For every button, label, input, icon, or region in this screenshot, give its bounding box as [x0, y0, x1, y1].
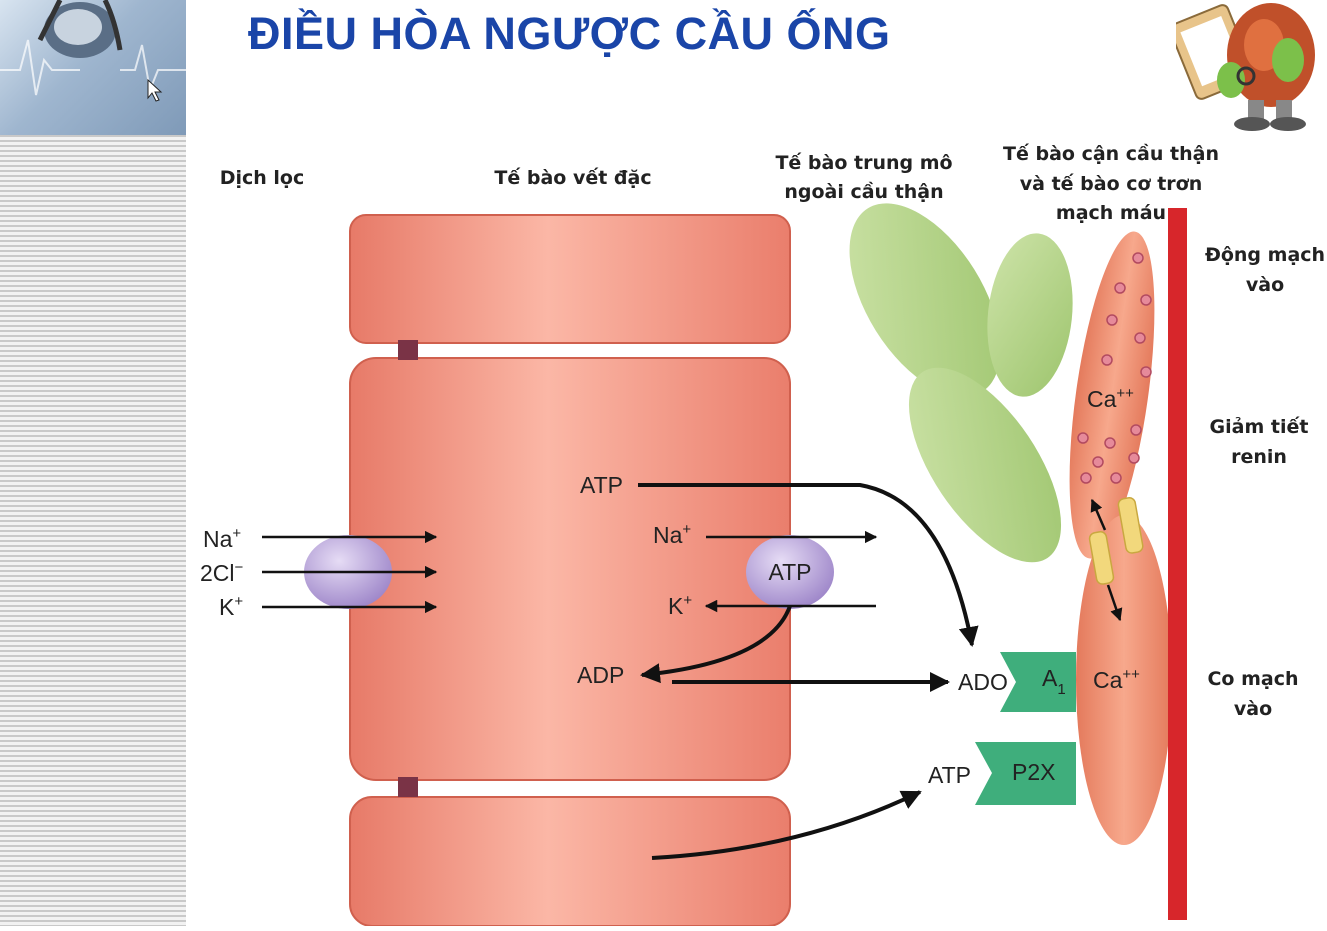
atp-top-label: ATP: [580, 472, 623, 498]
gap-junction-2: [1117, 497, 1144, 554]
afferent-arteriole: [1168, 208, 1187, 920]
tubule-cell-middle: [349, 357, 791, 781]
pump-atp-label: ATP: [768, 559, 811, 585]
mesangial-cell-3: [908, 367, 1062, 563]
ca-bottom-label: Ca++: [1093, 666, 1140, 693]
mesangial-cell-1: [849, 203, 1001, 397]
renin-granules: [1077, 252, 1152, 484]
sidebar-stripes: [0, 135, 186, 926]
stethoscope-logo: [0, 0, 186, 135]
filtrate-label: Dịch lọc: [220, 167, 305, 189]
cl-in-label: 2Cl−: [200, 559, 244, 586]
atp-bottom-label: ATP: [928, 762, 971, 788]
gap-junction-1: [1088, 531, 1115, 585]
ca-top-label: Ca++: [1087, 385, 1134, 412]
adp-label: ADP: [577, 662, 624, 688]
na-pump-label: Na+: [653, 521, 691, 548]
k-pump-label: K+: [668, 592, 692, 619]
p2x-label: P2X: [1012, 759, 1055, 785]
tight-junction-top: [398, 340, 418, 360]
page-title: ĐIỀU HÒA NGƯỢC CẦU ỐNG: [248, 8, 891, 59]
renin-label-1: Giảm tiết: [1210, 415, 1309, 438]
mesangial-label-2: ngoài cầu thận: [784, 180, 943, 203]
afferent-label-2: vào: [1246, 274, 1284, 296]
feedback-diagram: Dịch lọc Tế bào vết đặc Tế bào trung mô …: [190, 135, 1327, 927]
mesangial-label-1: Tế bào trung mô: [775, 151, 952, 174]
jg-label-1: Tế bào cận cầu thận: [1003, 142, 1219, 165]
tubule-cell-bottom: [349, 796, 791, 927]
vaso-label-1: Co mạch: [1207, 668, 1298, 690]
na-k-atpase-pump: [746, 535, 834, 609]
k-in-label: K+: [219, 593, 243, 620]
a1-label: A1: [1042, 665, 1066, 698]
tight-junction-bottom: [398, 777, 418, 797]
p2x-receptor: [975, 742, 1076, 805]
renin-label-2: renin: [1231, 446, 1287, 468]
macula-densa-label: Tế bào vết đặc: [494, 166, 651, 189]
afferent-label-1: Động mạch: [1205, 244, 1325, 266]
vaso-label-2: vào: [1234, 698, 1272, 720]
na-in-label: Na+: [203, 525, 241, 552]
tubule-cell-top: [349, 214, 791, 344]
ado-label: ADO: [958, 669, 1008, 695]
kidney-doctor-mascot: [1169, 0, 1327, 132]
jg-label-3: mạch máu: [1056, 202, 1166, 224]
mesangial-cell-2: [987, 233, 1073, 397]
jg-label-2: và tế bào cơ trơn: [1020, 172, 1202, 195]
smooth-muscle-cell: [1076, 515, 1172, 845]
a1-receptor: [1000, 652, 1076, 712]
